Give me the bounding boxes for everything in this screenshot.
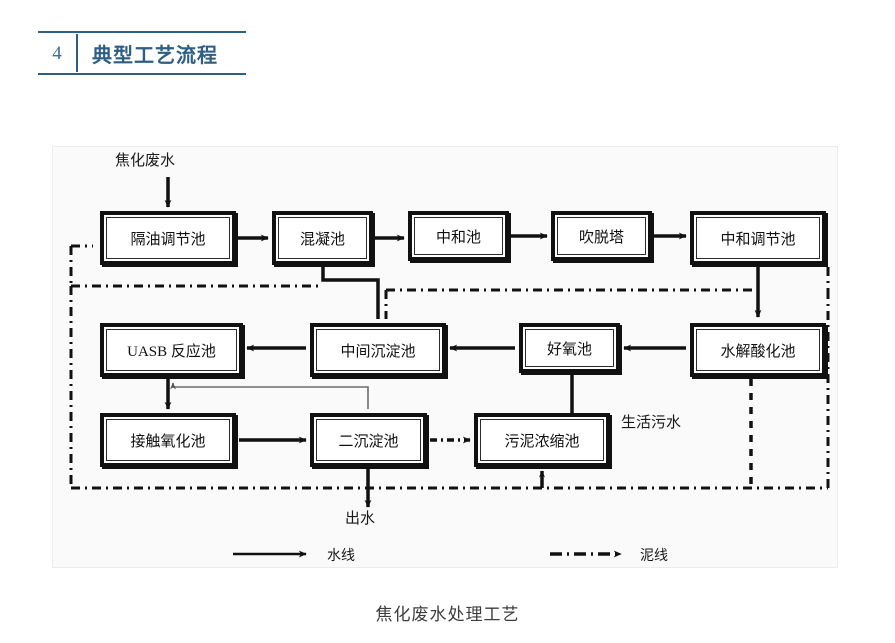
label-effluent: 出水 bbox=[345, 510, 376, 527]
box-oil-separation-regulating-tank[interactable]: 隔油调节池 bbox=[100, 211, 236, 265]
box-label: 污泥浓缩池 bbox=[504, 432, 580, 450]
box-label: 接触氧化池 bbox=[130, 432, 206, 450]
header-divider bbox=[76, 34, 78, 72]
figure-caption: 焦化废水处理工艺 bbox=[375, 605, 520, 624]
label-domestic-sewage: 生活污水 bbox=[621, 414, 682, 431]
box-label: 二沉淀池 bbox=[338, 432, 399, 450]
box-label: 好氧池 bbox=[546, 340, 592, 358]
box-stripping-tower[interactable]: 吹脱塔 bbox=[551, 211, 652, 261]
box-label: 吹脱塔 bbox=[578, 228, 624, 246]
process-flow-diagram: 隔油调节池 混凝池 中和池 吹脱塔 中和调节池 UASB 反应池 中间沉淀池 好… bbox=[52, 146, 838, 568]
page-title: 典型工艺流程 bbox=[92, 44, 218, 67]
box-intermediate-settling-tank[interactable]: 中间沉淀池 bbox=[310, 323, 446, 377]
box-aerobic-tank[interactable]: 好氧池 bbox=[519, 323, 620, 373]
box-label: 混凝池 bbox=[299, 230, 345, 248]
box-neutralization-tank[interactable]: 中和池 bbox=[408, 211, 509, 261]
box-label: 水解酸化池 bbox=[720, 342, 796, 360]
legend-label-water-line: 水线 bbox=[327, 547, 355, 563]
box-label: 隔油调节池 bbox=[130, 230, 206, 248]
box-contact-oxidation-tank[interactable]: 接触氧化池 bbox=[100, 413, 236, 467]
legend-label-sludge-line: 泥线 bbox=[640, 547, 668, 563]
box-secondary-settling-tank[interactable]: 二沉淀池 bbox=[310, 413, 427, 467]
box-neutralization-regulating-tank[interactable]: 中和调节池 bbox=[690, 211, 826, 265]
box-label: 中和池 bbox=[435, 228, 481, 246]
box-hydrolysis-acidification-tank[interactable]: 水解酸化池 bbox=[690, 323, 826, 377]
box-sludge-thickening-tank[interactable]: 污泥浓缩池 bbox=[474, 413, 610, 467]
box-label: 中和调节池 bbox=[720, 230, 796, 248]
box-uasb-reactor[interactable]: UASB 反应池 bbox=[100, 323, 243, 377]
section-header: 4 典型工艺流程 bbox=[38, 31, 246, 75]
box-label: 中间沉淀池 bbox=[340, 342, 416, 360]
label-influent: 焦化废水 bbox=[115, 152, 176, 169]
diagram-connectors bbox=[69, 177, 830, 558]
section-number: 4 bbox=[52, 42, 62, 64]
box-coagulation-tank[interactable]: 混凝池 bbox=[272, 211, 373, 265]
box-label: UASB 反应池 bbox=[127, 343, 216, 360]
